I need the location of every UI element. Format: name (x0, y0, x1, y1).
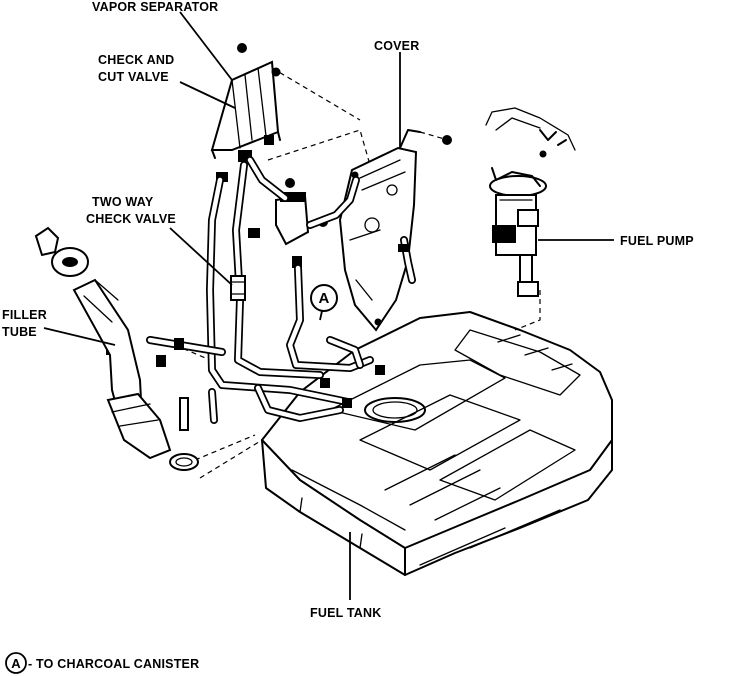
vapor-separator (210, 43, 281, 182)
label-fuel-tank: FUEL TANK (310, 606, 381, 620)
label-filler-tube-line1: FILLER (2, 308, 47, 322)
clamps-and-bolts (106, 244, 410, 431)
cover-plate (338, 129, 452, 332)
label-two-way-check-valve-line1: TWO WAY (92, 195, 154, 209)
label-two-way-check-valve-line2: CHECK VALVE (86, 212, 176, 226)
label-filler-tube-line2: TUBE (2, 325, 37, 339)
label-check-cut-valve-line1: CHECK AND (98, 53, 174, 67)
legend-text: - TO CHARCOAL CANISTER (28, 657, 199, 671)
callout-a-letter: A (318, 290, 329, 307)
two-way-check-valve (248, 178, 328, 268)
legend-letter: A (11, 656, 21, 671)
assembly-lines (174, 67, 541, 479)
labels: VAPOR SEPARATOR CHECK AND CUT VALVE COVE… (2, 0, 694, 620)
fuel-tank (261, 311, 613, 576)
callout-a: A (310, 284, 338, 321)
fuel-pump (485, 107, 576, 297)
label-fuel-pump: FUEL PUMP (620, 234, 694, 248)
leader-lines (43, 11, 614, 600)
legend: A - TO CHARCOAL CANISTER (5, 652, 199, 674)
filler-tube (34, 226, 199, 471)
label-vapor-separator: VAPOR SEPARATOR (92, 0, 218, 14)
label-check-cut-valve-line2: CUT VALVE (98, 70, 169, 84)
label-cover: COVER (374, 39, 419, 53)
